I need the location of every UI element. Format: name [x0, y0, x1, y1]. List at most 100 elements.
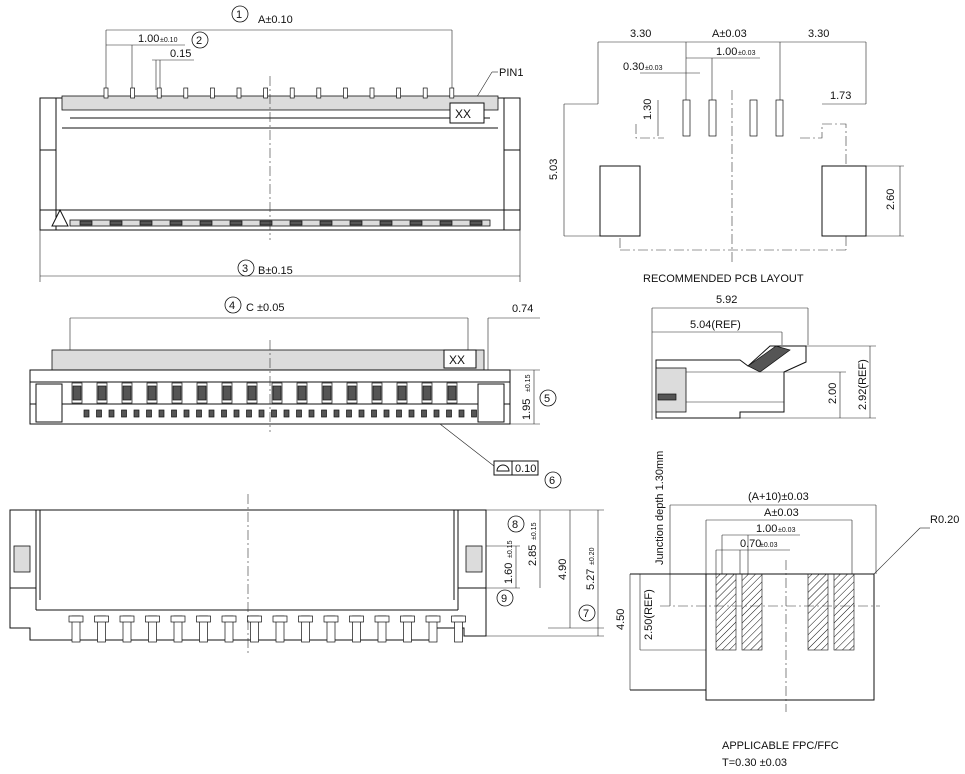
- front-solder-tail: [196, 409, 202, 418]
- callout-1: [231, 5, 249, 23]
- dim-074: 0.74: [512, 303, 533, 315]
- dim-160-tol: ±0.15: [507, 540, 514, 558]
- dim-c: C ±0.05: [246, 302, 284, 314]
- front-solder-tail: [358, 409, 365, 418]
- front-solder-tail: [271, 409, 277, 418]
- front-view: 4 C ±0.05 0.74 XX 1.95 ±0.15 5 0.10 6: [29, 296, 562, 489]
- bottom-contact-foot: [323, 615, 339, 623]
- fpc-caption-1: APPLICABLE FPC/FFC: [722, 740, 839, 752]
- top-pin: [236, 87, 242, 99]
- pcb-dim-tab: 1.73: [830, 90, 851, 102]
- bottom-view: 8 2.85 ±0.15 1.60 ±0.15 9 4.90 5.27 ±0.2…: [9, 494, 604, 656]
- bottom-contact-foot: [451, 615, 466, 623]
- front-solder-tail: [321, 409, 327, 418]
- pcb-pad: [708, 99, 717, 137]
- fpc-view: Junction depth 1.30mm (A+10)±0.03 A±0.03…: [615, 451, 959, 769]
- fpc-dim-a10: (A+10)±0.03: [748, 491, 809, 503]
- callout-2: [191, 31, 209, 49]
- pcb-pitch-base: 1.00: [716, 46, 737, 58]
- front-solder-tail: [96, 409, 102, 418]
- side-dim-504: 5.04(REF): [690, 319, 741, 331]
- top-contact: [469, 220, 483, 226]
- bottom-contact-foot: [425, 615, 441, 623]
- bottom-contact-foot: [247, 615, 262, 623]
- fpc-dim-250: 2.50(REF): [643, 589, 655, 640]
- callout-5-label: 5: [544, 393, 550, 405]
- bottom-contact-foot: [374, 615, 390, 623]
- dim-195-base: 1.95: [521, 399, 533, 420]
- callout-3: [237, 259, 255, 277]
- fpc-contact: [807, 573, 829, 651]
- front-solder-tail: [433, 409, 440, 418]
- front-solder-tail: [346, 409, 352, 418]
- bottom-contact-foot: [196, 615, 211, 623]
- front-solder-tail: [471, 409, 477, 418]
- dim-a: A±0.10: [258, 14, 293, 26]
- front-contact-fill: [147, 385, 157, 401]
- front-contact-fill: [372, 385, 382, 401]
- top-pin: [396, 87, 401, 99]
- bottom-contact-foot: [170, 615, 186, 623]
- top-pin: [183, 87, 189, 99]
- fpc-070-tol: ±0.03: [760, 542, 778, 549]
- pcb-dim-left: 3.30: [630, 28, 651, 40]
- bottom-contact-foot: [349, 615, 364, 623]
- top-pin: [130, 87, 135, 99]
- callout-9: [496, 589, 514, 607]
- front-solder-tail: [383, 409, 390, 418]
- top-body: [39, 97, 521, 231]
- front-solder-tail: [371, 409, 377, 418]
- front-contact-fill: [222, 385, 232, 401]
- front-solder-tail: [408, 409, 415, 418]
- fpc-contact: [715, 573, 737, 651]
- pcb-pad-tol: ±0.03: [645, 65, 663, 72]
- front-solder-tail: [296, 409, 302, 418]
- front-contact-fill: [447, 385, 457, 401]
- pcb-dim-tab-h: 2.60: [885, 189, 897, 210]
- dim-490: 4.90: [557, 559, 569, 580]
- top-pin: [156, 87, 162, 99]
- front-contact-fill: [397, 385, 407, 401]
- front-solder-tail: [121, 409, 127, 418]
- dim-527-tol: ±0.20: [589, 547, 596, 565]
- pcb-pad-length: 1.30: [642, 99, 654, 120]
- callout-5: [539, 389, 557, 407]
- bottom-contact-foot: [145, 615, 160, 623]
- front-contact-fill: [172, 385, 182, 401]
- bottom-contact-foot: [298, 615, 313, 623]
- top-pin: [103, 87, 109, 99]
- callout-7: [578, 604, 596, 622]
- callout-4-label: 4: [229, 300, 235, 312]
- dim-pin-width: 0.15: [170, 48, 191, 60]
- front-solder-tail: [133, 409, 140, 418]
- callout-7-label: 7: [583, 608, 589, 620]
- dim-285-base: 2.85: [527, 545, 539, 566]
- pcb-tab-left: [599, 165, 641, 237]
- pcb-pad: [775, 99, 784, 137]
- pcb-caption: RECOMMENDED PCB LAYOUT: [643, 273, 804, 285]
- pcb-tab-right: [821, 165, 867, 237]
- fpc-pitch-base: 1.00: [756, 523, 777, 535]
- top-contact: [79, 220, 93, 226]
- front-contact-fill: [122, 385, 132, 401]
- flatness-value: 0.10: [515, 463, 536, 475]
- front-actuator: [51, 349, 485, 371]
- pcb-dim-right: 3.30: [808, 28, 829, 40]
- bottom-contacts: [68, 615, 466, 643]
- front-solder-tail: [308, 409, 315, 418]
- front-solder-tail: [458, 409, 465, 418]
- front-latch-right: [477, 383, 505, 423]
- front-contact-fill: [347, 385, 357, 401]
- callout-1-label: 1: [236, 9, 242, 21]
- top-pin: [289, 87, 295, 99]
- top-pin: [210, 87, 215, 99]
- pcb-pitch-tol: ±0.03: [738, 50, 756, 57]
- callout-6: [544, 471, 562, 489]
- callout-8: [507, 515, 525, 533]
- front-solder-tail: [108, 409, 115, 418]
- top-contact-row: [69, 219, 491, 227]
- front-solder-tail: [158, 409, 165, 418]
- front-contact-fill: [297, 385, 307, 401]
- bottom-contact-foot: [68, 615, 84, 623]
